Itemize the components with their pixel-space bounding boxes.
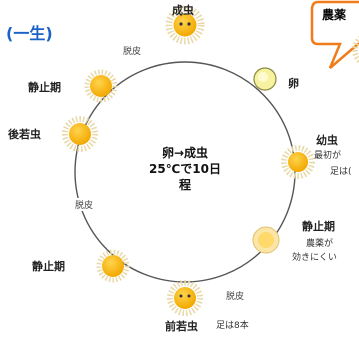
label-adult: 成虫 [172,4,194,17]
molt-label-bottom: 脱皮 [225,289,246,302]
label-protonymph: 前若虫 [165,320,198,333]
label-egg: 卵 [288,77,299,90]
deutonymph-mite-icon [62,116,98,152]
molt-label-top: 脱皮 [122,44,143,57]
rest-left-top-mite-icon [84,69,118,103]
rest-left-bottom-mite-icon [96,249,130,283]
label-rest-left-bottom: 静止期 [32,260,65,273]
callout-text: 農薬 [322,8,347,22]
egg-icon [253,67,277,91]
protonymph-mite-icon [167,280,203,316]
larva-note-1: 最初が [314,151,342,161]
center-line1: 卵→成虫 [161,146,209,160]
larva-note-2: 足は( [330,167,352,177]
label-larva: 幼虫 [316,134,338,147]
adult-mite [165,5,205,45]
center-label: 卵→成虫 25℃で10日程 [145,145,225,193]
molt-label-left: 脱皮 [74,198,95,211]
protonymph-note: 足は8本 [216,321,249,331]
label-rest-left-top: 静止期 [28,81,61,94]
callout-bubble [310,0,359,69]
rest-right-mite-icon [252,226,280,254]
rest-right-note-1: 農薬が [306,239,334,249]
larva-mite-icon [281,145,315,179]
center-line2: 25℃で10日程 [149,162,221,192]
diagram-title: (一生) [6,24,53,43]
label-rest-right: 静止期 [302,220,335,233]
label-deutonymph: 後若虫 [8,128,41,141]
rest-right-note-2: 効きにくい [292,253,337,263]
